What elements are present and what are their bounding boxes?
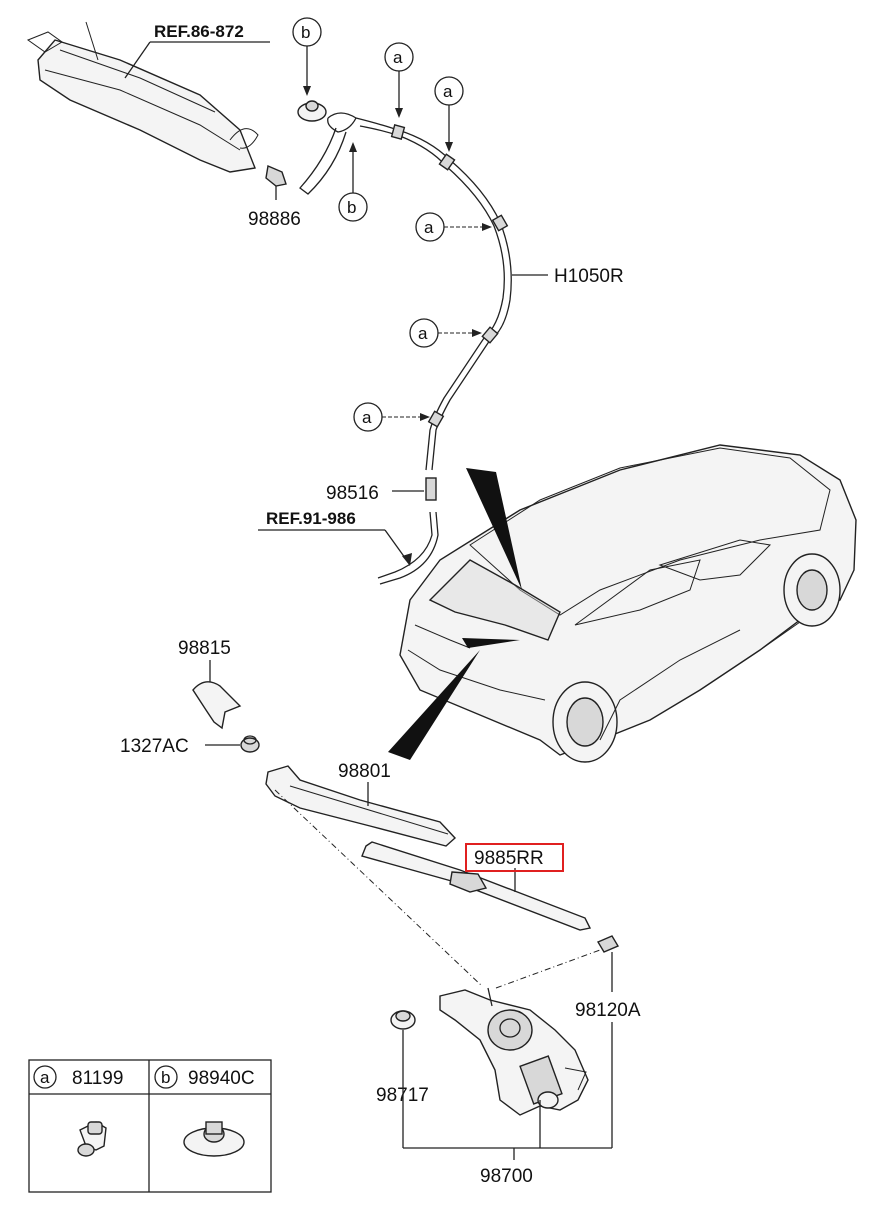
nozzle-98886: 98886 bbox=[248, 165, 301, 230]
ref-86-872-label-group: REF.86-872 bbox=[124, 22, 270, 79]
assembly-dash-line-1 bbox=[274, 789, 483, 987]
hose-h1050r-label-group: H1050R bbox=[512, 266, 624, 287]
clip-81199-icon bbox=[77, 1121, 107, 1157]
callout-b-top: b bbox=[292, 17, 322, 96]
callout-b-bottom: b bbox=[338, 142, 368, 222]
part-h1050r-label: H1050R bbox=[554, 266, 624, 287]
svg-text:a: a bbox=[362, 408, 372, 427]
part-9885rr-label: 9885RR bbox=[474, 848, 544, 869]
legend-a-part: 81199 bbox=[72, 1068, 123, 1089]
part-98815-label: 98815 bbox=[178, 638, 231, 659]
hatchback-car bbox=[399, 444, 857, 763]
highlight-box bbox=[465, 843, 564, 872]
svg-text:a: a bbox=[40, 1068, 50, 1087]
bolt-98120a: 98120A bbox=[575, 935, 641, 1021]
svg-text:b: b bbox=[161, 1068, 170, 1087]
callout-a-3: a bbox=[415, 212, 492, 242]
svg-text:a: a bbox=[443, 82, 453, 101]
connector-98516: 98516 bbox=[326, 477, 439, 585]
grommet-and-hose bbox=[297, 100, 512, 471]
location-arrows bbox=[388, 468, 522, 760]
callout-a-1: a bbox=[384, 42, 414, 118]
legend-b-part: 98940C bbox=[188, 1068, 255, 1089]
ref-91-986-label: REF.91-986 bbox=[266, 509, 356, 528]
svg-text:a: a bbox=[424, 218, 434, 237]
nut-1327ac: 1327AC bbox=[120, 735, 260, 757]
part-1327ac-label: 1327AC bbox=[120, 736, 189, 757]
svg-text:a: a bbox=[393, 48, 403, 67]
ref-91-986-label-group: REF.91-986 bbox=[258, 509, 412, 566]
legend-b-circle bbox=[154, 1065, 178, 1089]
part-98516-label: 98516 bbox=[326, 483, 379, 504]
rear-spoiler bbox=[26, 21, 259, 173]
wiper-arm-98801: 98801 bbox=[265, 761, 457, 847]
part-98120a-label: 98120A bbox=[575, 1000, 641, 1021]
svg-text:a: a bbox=[418, 324, 428, 343]
grommet-98940c-icon bbox=[183, 1121, 245, 1157]
callout-a-5: a bbox=[353, 402, 430, 432]
svg-text:b: b bbox=[301, 23, 310, 42]
legend-table: a 81199 b 98940C bbox=[28, 1059, 272, 1193]
callout-a-2: a bbox=[434, 76, 464, 152]
part-98886-label: 98886 bbox=[248, 209, 301, 230]
wiper-blade-9885rr: 9885RR bbox=[361, 841, 592, 931]
assembly-dash-line-2 bbox=[495, 949, 601, 989]
wiper-motor-98700 bbox=[439, 987, 589, 1116]
legend-a-circle bbox=[33, 1065, 57, 1089]
ref-86-872-label: REF.86-872 bbox=[154, 22, 244, 41]
part-98801-label: 98801 bbox=[338, 761, 391, 782]
callout-a-4: a bbox=[409, 318, 482, 348]
cap-98815: 98815 bbox=[178, 638, 242, 730]
assembly-98700-bracket: 98700 bbox=[402, 1022, 613, 1187]
svg-text:b: b bbox=[347, 198, 356, 217]
part-98700-label: 98700 bbox=[480, 1166, 533, 1187]
